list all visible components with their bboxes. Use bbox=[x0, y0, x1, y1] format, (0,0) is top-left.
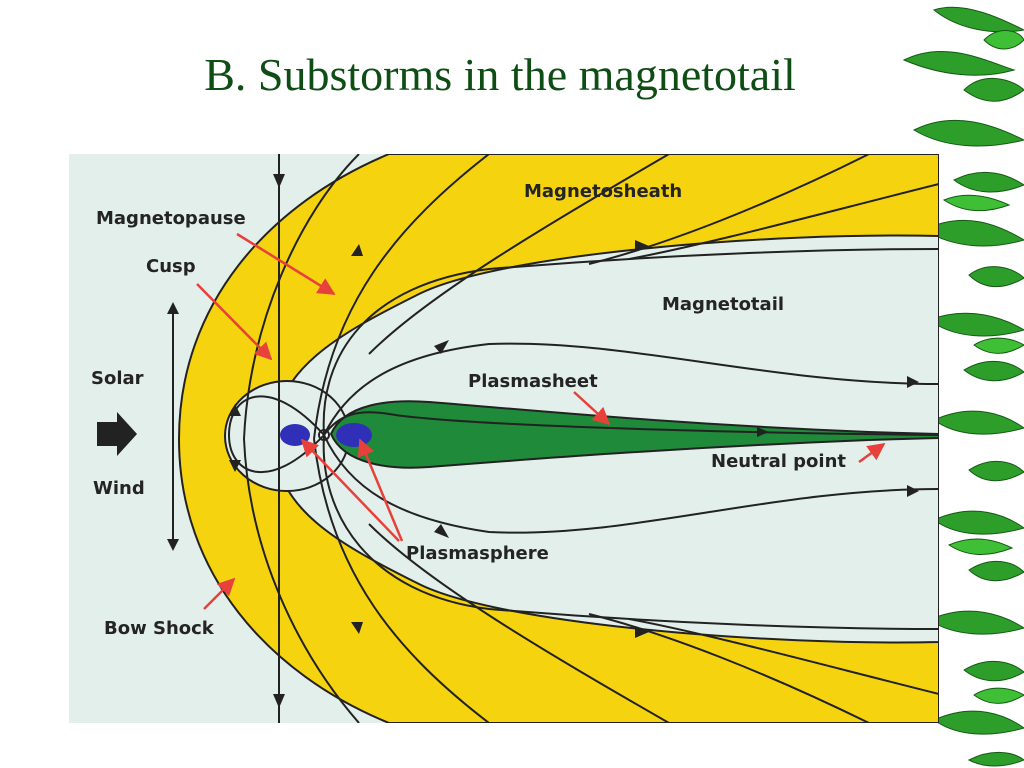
label-cusp: Cusp bbox=[146, 256, 196, 277]
plasmasheet-region bbox=[329, 400, 939, 469]
label-magnetosheath: Magnetosheath bbox=[524, 181, 682, 202]
label-bow-shock: Bow Shock bbox=[104, 618, 215, 639]
bamboo-leaves-decoration bbox=[902, 6, 1024, 767]
label-plasmasheet: Plasmasheet bbox=[468, 371, 598, 392]
label-pointers bbox=[196, 232, 886, 610]
label-solar: Solar bbox=[91, 368, 144, 389]
label-plasmasphere: Plasmasphere bbox=[406, 543, 549, 564]
label-neutral-point: Neutral point bbox=[711, 451, 846, 472]
magnetosphere-diagram: Magnetosheath Magnetopause Cusp Magnetot… bbox=[69, 154, 939, 723]
solar-wind-arrow-icon bbox=[97, 412, 137, 456]
plasmasphere-nightside bbox=[336, 423, 372, 447]
field-direction-arrowheads bbox=[229, 174, 919, 708]
slide-title: B. Substorms in the magnetotail bbox=[204, 49, 796, 100]
magnetosphere-field-lines bbox=[227, 248, 939, 630]
magnetosheath-field-lines bbox=[242, 154, 939, 723]
magnetosphere-svg: Magnetosheath Magnetopause Cusp Magnetot… bbox=[91, 154, 939, 723]
label-wind: Wind bbox=[93, 478, 145, 499]
label-magnetotail: Magnetotail bbox=[662, 294, 784, 315]
label-magnetopause: Magnetopause bbox=[96, 208, 246, 229]
